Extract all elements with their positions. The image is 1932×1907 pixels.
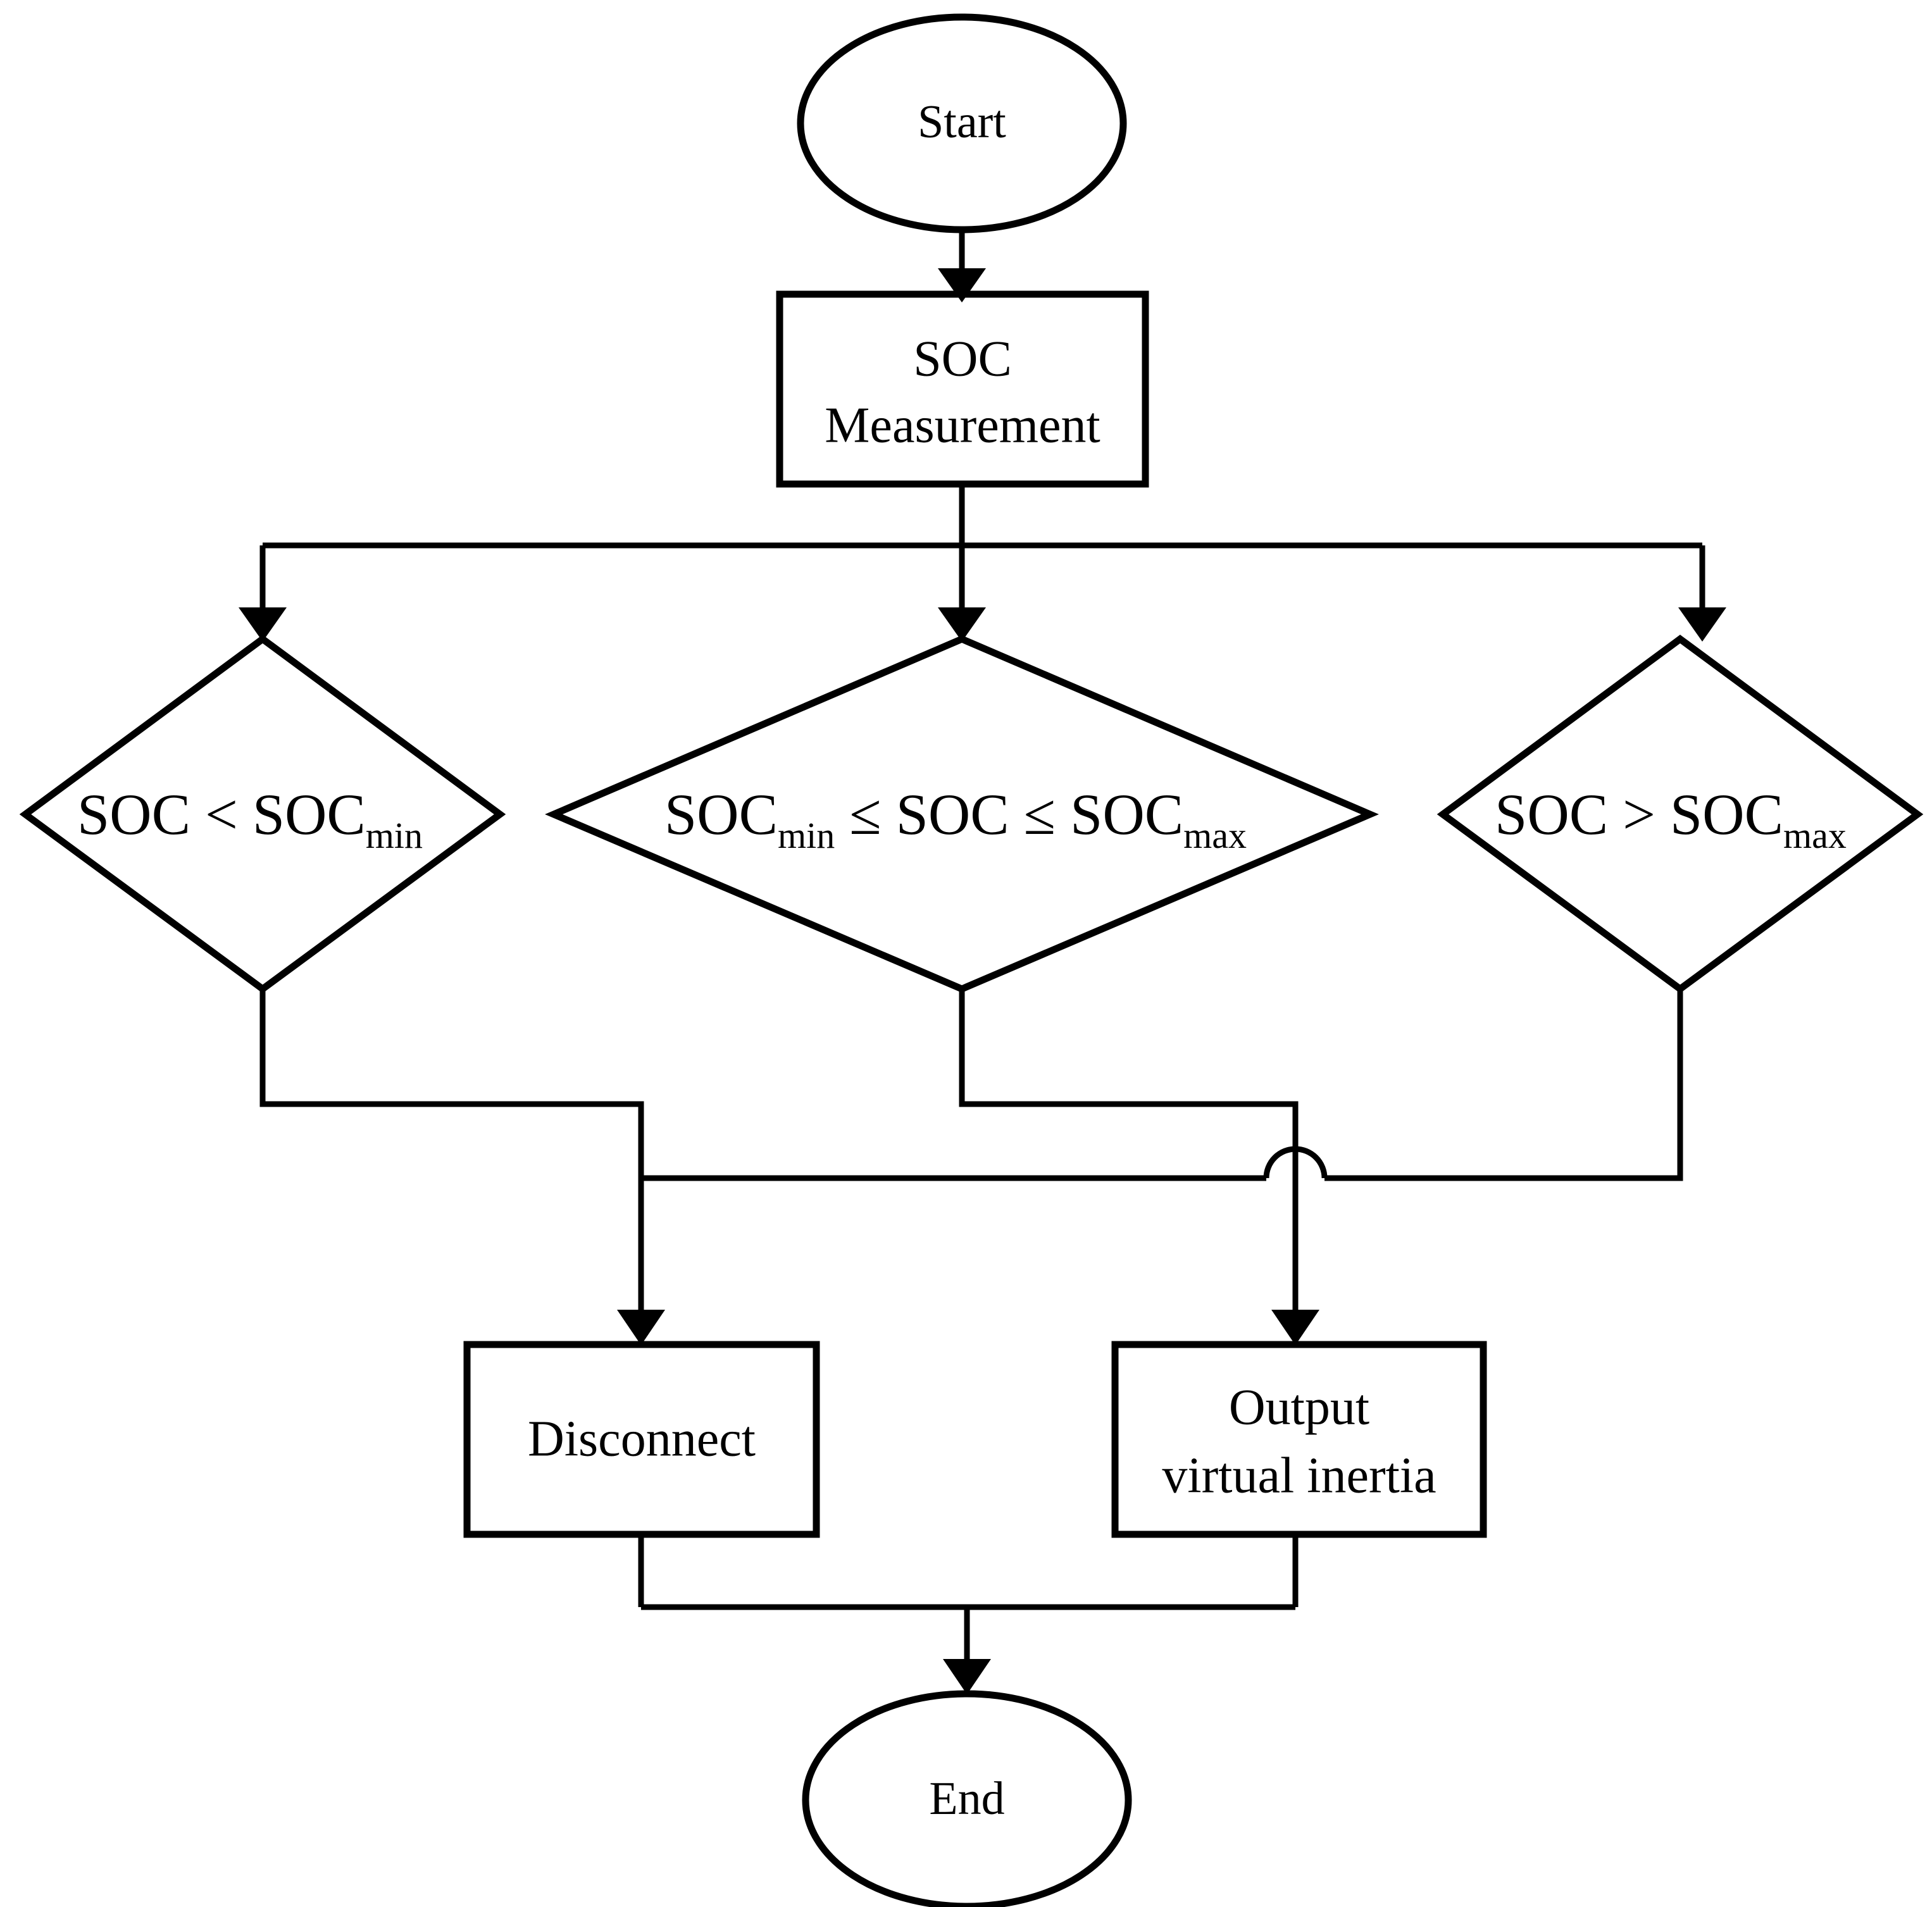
- edge-layer: [239, 230, 1726, 1694]
- arrowhead-left-to-disconnect: [617, 1310, 665, 1345]
- arrowhead-to-end: [943, 1659, 991, 1694]
- soc-measurement-label-line1: SOC: [913, 331, 1012, 387]
- edge-right-decision-to-bus-right: [1324, 989, 1683, 1181]
- disconnect-label: Disconnect: [528, 1411, 756, 1467]
- node-start[interactable]: Start: [797, 13, 1127, 233]
- decision-below-min-label-main: SOC < SOC: [77, 782, 366, 847]
- end-ellipse: [802, 1690, 1132, 1907]
- arrowhead-to-left-decision: [239, 607, 287, 642]
- output-virtual-inertia-rect: [1111, 1341, 1487, 1538]
- decision-in-range-label: SOCmin ≤ SOC ≤ SOCmax: [664, 782, 1247, 856]
- decision-above-max-diamond: [1437, 635, 1924, 993]
- node-decision-above-max[interactable]: SOC > SOCmax: [1437, 635, 1924, 993]
- decision-below-min-label: SOC < SOCmin: [77, 782, 423, 856]
- decision-below-min-label-sub: min: [366, 815, 423, 856]
- decision-below-min-diamond: [19, 635, 506, 993]
- node-output-virtual-inertia[interactable]: Output virtual inertia: [1111, 1341, 1487, 1538]
- decision-in-range-diamond: [545, 635, 1379, 993]
- edge-left-decision-to-disconnect: [259, 989, 644, 1315]
- soc-measurement-rect: [776, 290, 1149, 488]
- decision-in-range-label-sub1: min: [778, 815, 835, 856]
- end-label: End: [929, 1773, 1004, 1825]
- soc-measurement-label-line2: Measurement: [825, 397, 1100, 453]
- decision-above-max-label-sub: max: [1783, 815, 1847, 856]
- decision-in-range-label-part1: SOC: [664, 782, 778, 847]
- node-decision-in-range[interactable]: SOCmin ≤ SOC ≤ SOCmax: [545, 635, 1379, 993]
- decision-above-max-label: SOC > SOCmax: [1495, 782, 1847, 856]
- arrowhead-mid-to-output: [1271, 1310, 1319, 1345]
- start-label: Start: [918, 96, 1006, 148]
- decision-above-max-label-main: SOC > SOC: [1495, 782, 1783, 847]
- output-virtual-inertia-label-line2: virtual inertia: [1162, 1448, 1436, 1503]
- arrowhead-start-to-measurement: [938, 268, 986, 302]
- node-end[interactable]: End: [802, 1690, 1132, 1907]
- arrowhead-to-right-decision: [1678, 607, 1726, 642]
- disconnect-rect: [463, 1341, 820, 1538]
- start-ellipse: [797, 13, 1127, 233]
- decision-in-range-label-part2: ≤ SOC ≤ SOC: [835, 782, 1183, 847]
- node-decision-below-min[interactable]: SOC < SOCmin: [19, 635, 506, 993]
- arrowhead-to-mid-decision: [938, 607, 986, 642]
- node-soc-measurement[interactable]: SOC Measurement: [776, 290, 1149, 488]
- node-disconnect[interactable]: Disconnect: [463, 1341, 820, 1538]
- output-virtual-inertia-label-line1: Output: [1229, 1379, 1369, 1435]
- edge-mid-decision-to-output: [959, 989, 1299, 1315]
- decision-in-range-label-sub2: max: [1183, 815, 1247, 856]
